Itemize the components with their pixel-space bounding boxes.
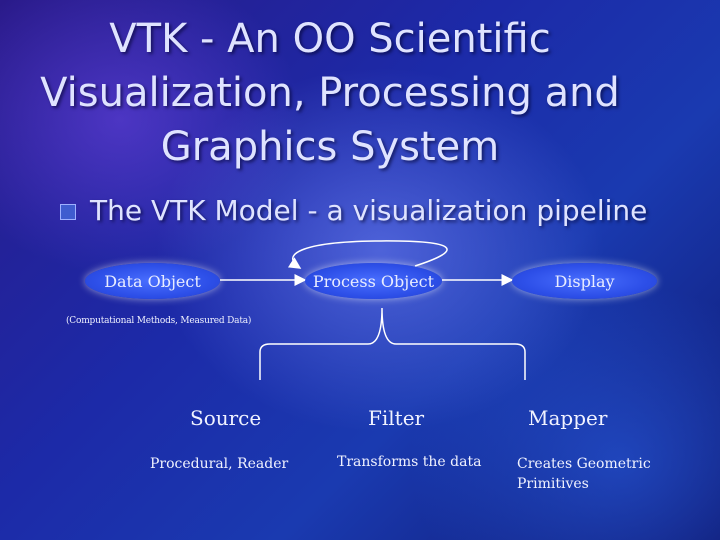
loop-arrow	[287, 240, 448, 269]
filter-description: Transforms the data	[337, 454, 482, 470]
display-label: Display	[554, 271, 615, 291]
bullet-text: The VTK Model - a visualization pipeline	[90, 194, 648, 227]
process-object-label: Process Object	[312, 271, 435, 291]
square-bullet-icon	[60, 204, 76, 220]
data-object-oval: Data Object	[85, 263, 220, 299]
title-line-2: Visualization, Processing and	[40, 70, 620, 116]
data-object-label: Data Object	[104, 271, 201, 291]
mapper-label: Mapper	[528, 406, 608, 430]
slide-title: VTK - An OO Scientific Visualization, Pr…	[0, 12, 660, 174]
display-oval: Display	[512, 263, 657, 299]
process-object-oval: Process Object	[305, 263, 442, 299]
mapper-description-line-2: Primitives	[517, 476, 589, 492]
filter-label: Filter	[368, 406, 425, 430]
title-line-3: Graphics System	[160, 124, 500, 170]
title-line-1: VTK - An OO Scientific	[109, 16, 551, 62]
source-description: Procedural, Reader	[150, 456, 289, 472]
mapper-description: Creates Geometric Primitives	[517, 454, 651, 494]
mapper-description-line-1: Creates Geometric	[517, 456, 651, 472]
data-object-note: (Computational Methods, Measured Data)	[66, 316, 252, 326]
component-brace	[259, 307, 526, 380]
source-label: Source	[190, 406, 262, 430]
